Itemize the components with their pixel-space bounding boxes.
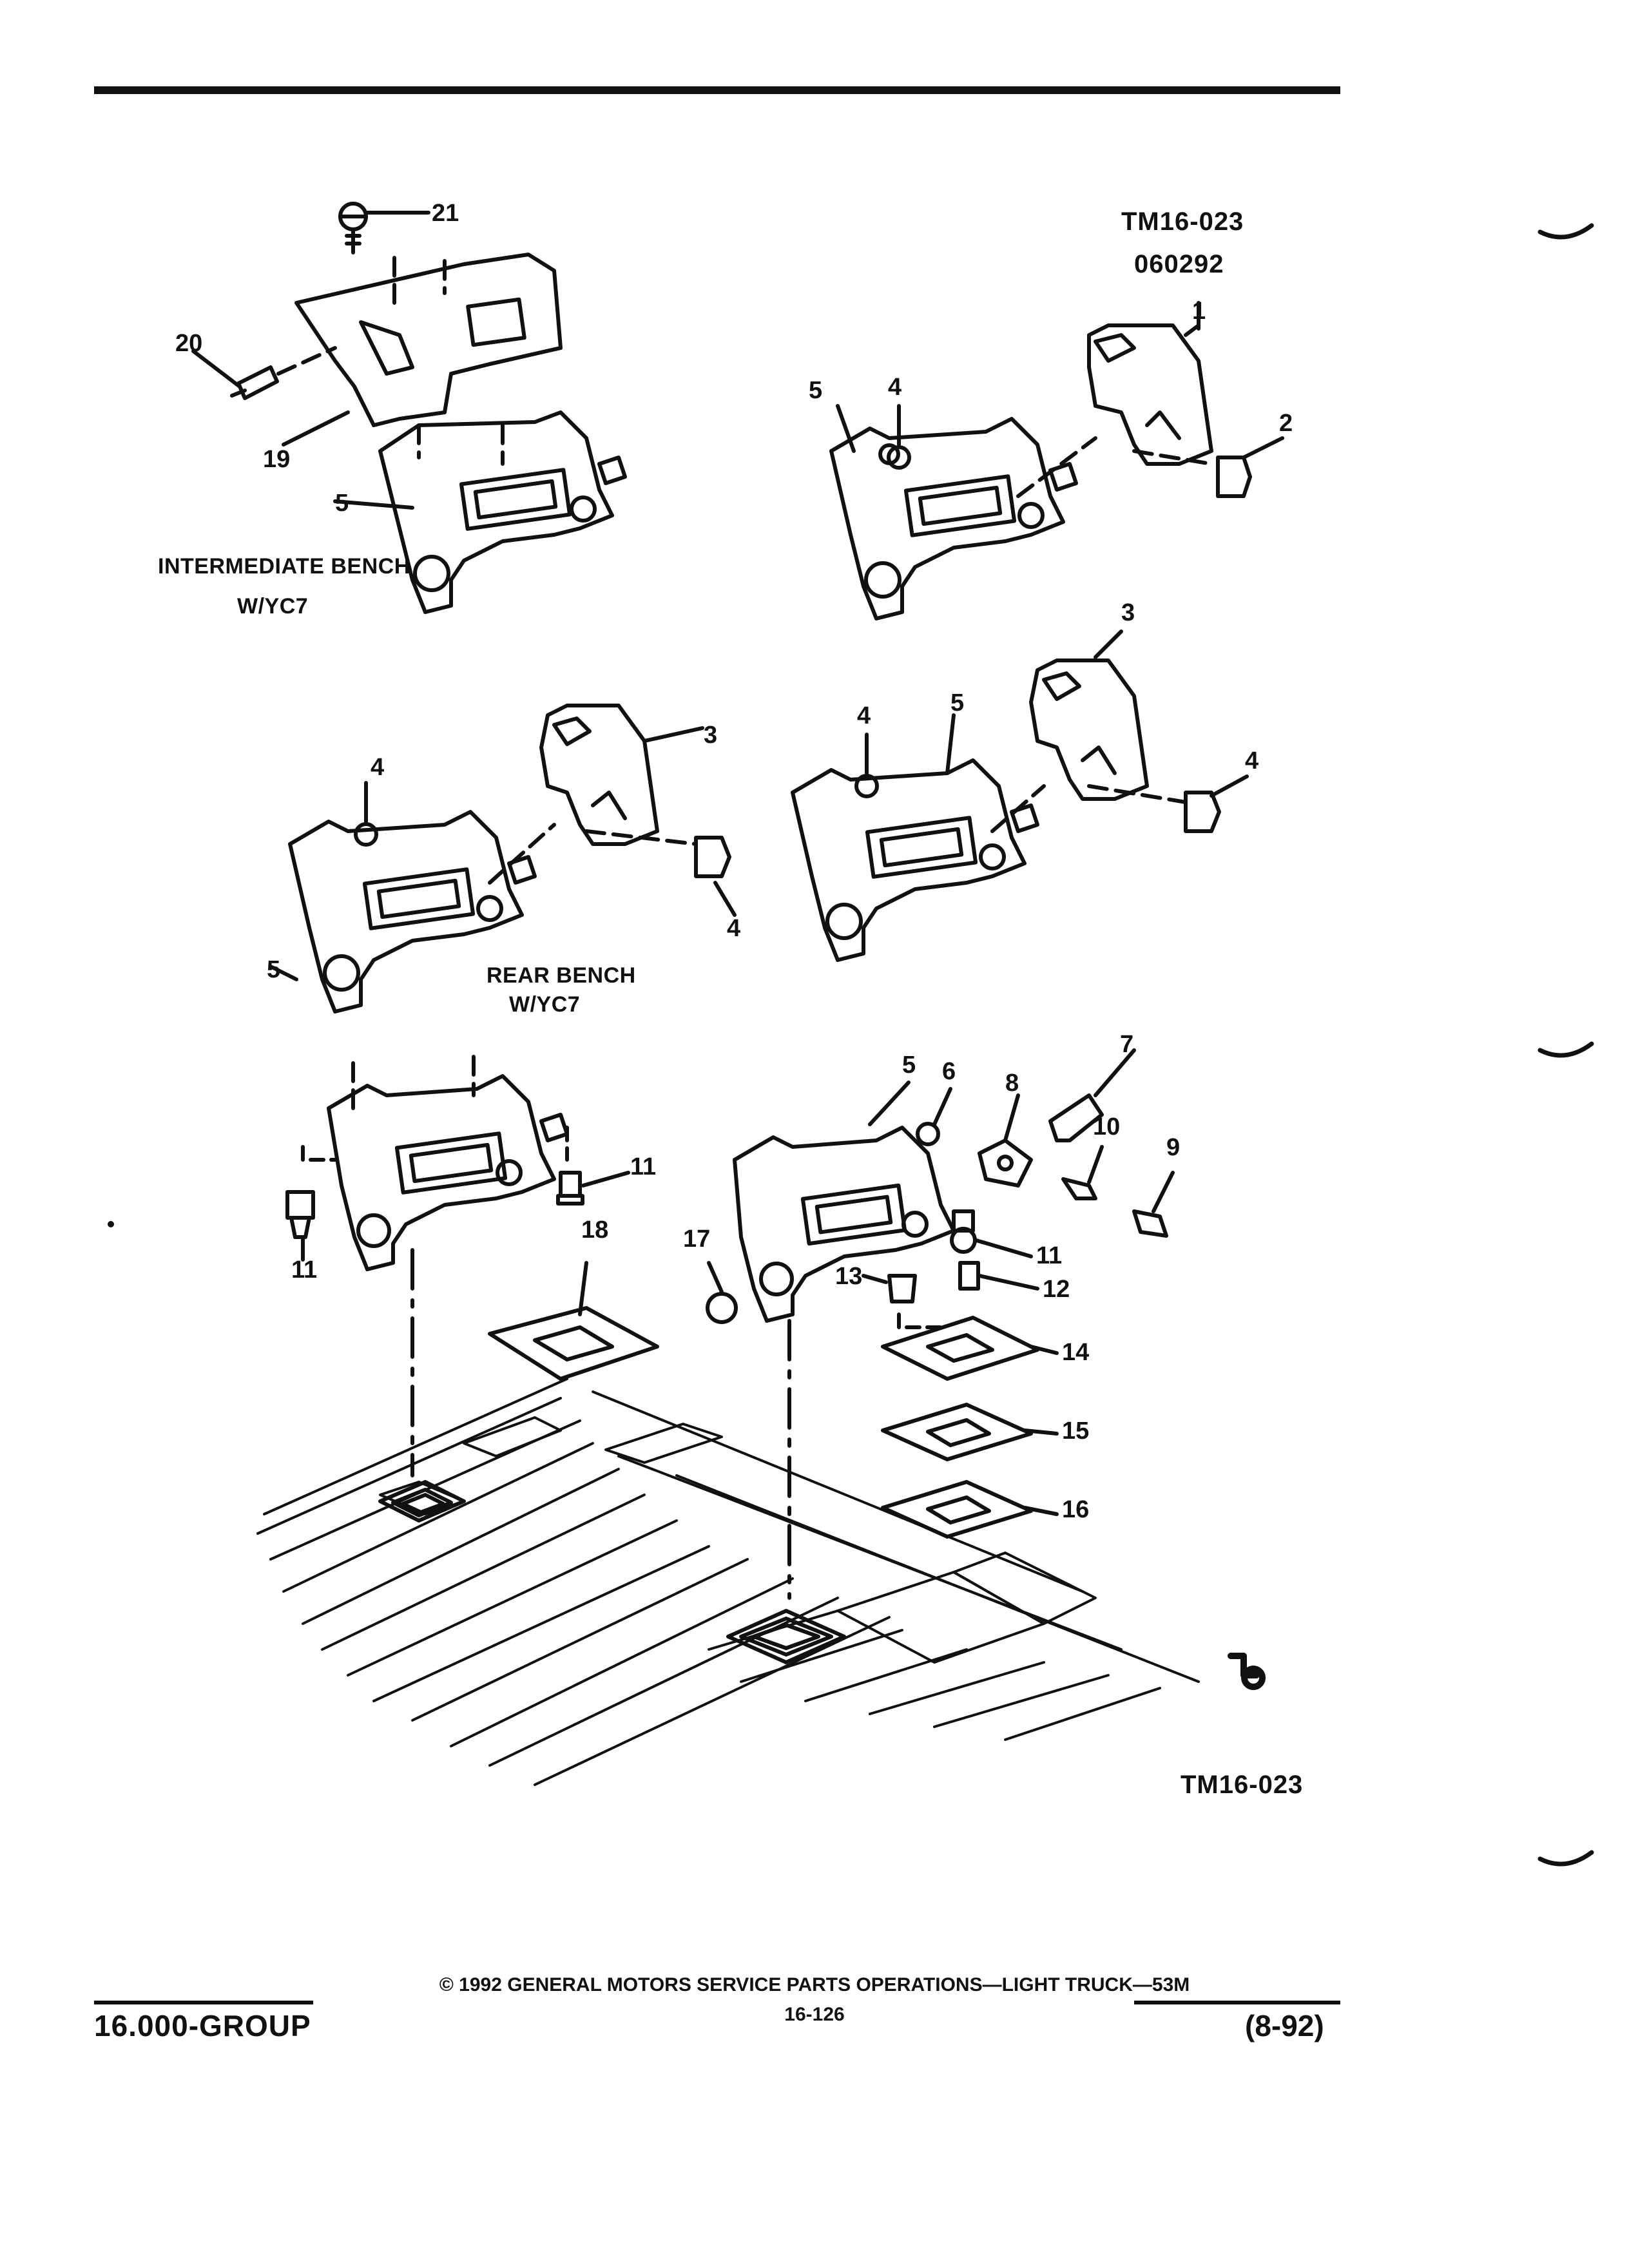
footer-page-number: 16-126	[784, 2004, 845, 2025]
floor-seat-socket-left	[378, 1480, 466, 1523]
callout-4-middle-right-side: 4	[1245, 747, 1259, 774]
bolt-11-left	[285, 1190, 315, 1239]
seat-riser-top-right	[829, 417, 1065, 620]
seat-riser-middle-right	[791, 758, 1027, 962]
callout-2: 2	[1279, 410, 1293, 437]
caption-rear-line2: W/YC7	[509, 992, 581, 1017]
pad-18	[488, 1306, 659, 1381]
caption-rear-line1: REAR BENCH	[487, 963, 636, 988]
clip-17	[706, 1261, 738, 1324]
scan-dot	[108, 1221, 114, 1227]
callout-5-top-right: 5	[809, 377, 823, 404]
bottom-left-assembly	[285, 1055, 659, 1477]
callout-7: 7	[1120, 1031, 1134, 1058]
callout-20: 20	[175, 330, 203, 357]
margin-marks	[1537, 223, 1594, 1867]
footer-group: 16.000-GROUP	[94, 2009, 311, 2042]
bolt-4-top-right	[887, 404, 911, 470]
caption-intermediate-line2: W/YC7	[237, 594, 309, 619]
callout-10: 10	[1093, 1113, 1121, 1140]
callout-16: 16	[1062, 1496, 1090, 1523]
callout-5-middle-right: 5	[950, 689, 965, 716]
callout-4-rear-bench-top: 4	[371, 754, 385, 781]
callout-8: 8	[1005, 1070, 1019, 1097]
callout-4-middle-right-top: 4	[857, 702, 871, 729]
bottom-right-assembly	[706, 1048, 1175, 1600]
nut-13	[862, 1274, 917, 1303]
screw-12	[958, 1261, 1039, 1291]
callout-11-left: 11	[291, 1256, 318, 1283]
callout-19: 19	[263, 446, 291, 473]
latch-arm-7	[1048, 1048, 1136, 1142]
callout-1: 1	[1192, 298, 1206, 325]
footer-rule-right	[1134, 2001, 1340, 2004]
callout-5-intermediate: 5	[335, 490, 349, 517]
bracket-1	[1087, 323, 1213, 466]
callout-4-rear-bench-side: 4	[727, 915, 741, 942]
bolt-9	[1132, 1171, 1175, 1238]
rear-bench-assembly	[269, 704, 737, 1014]
intermediate-bench-assembly	[191, 202, 627, 614]
figure-code-top: TM16-023	[1121, 207, 1244, 236]
callout-18: 18	[581, 1216, 609, 1244]
top-right-assembly	[829, 301, 1284, 620]
spacer-6	[916, 1087, 952, 1146]
plate-16	[881, 1480, 1033, 1539]
callout-17: 17	[683, 1225, 711, 1253]
callout-5-bottom-right: 5	[902, 1052, 916, 1079]
figure-id: TM16-023	[1181, 1771, 1304, 1799]
plate-15	[881, 1403, 1033, 1461]
trademark-logo	[1228, 1653, 1266, 1690]
caption-intermediate-line1: INTERMEDIATE BENCH	[158, 554, 410, 579]
screw-20	[191, 346, 337, 400]
callout-21: 21	[432, 200, 459, 227]
callout-14: 14	[1062, 1339, 1090, 1366]
callout-12: 12	[1043, 1276, 1070, 1303]
bracket-3-middle-right	[1029, 658, 1149, 801]
bolt-2	[1216, 436, 1284, 498]
callout-6: 6	[942, 1058, 956, 1085]
callout-5-rear-bench: 5	[267, 956, 281, 983]
seat-riser-rear-bench	[288, 810, 524, 1014]
callout-13: 13	[835, 1263, 863, 1290]
seat-riser-intermediate	[378, 410, 614, 614]
callout-3-middle-right: 3	[1121, 599, 1135, 626]
callout-9: 9	[1166, 1134, 1181, 1161]
pin-10	[1061, 1145, 1104, 1200]
seat-riser-bottom-left	[327, 1074, 556, 1271]
callout-3-rear-bench: 3	[704, 722, 718, 749]
date-code: 060292	[1134, 250, 1224, 278]
floor-seat-socket-right	[726, 1609, 846, 1664]
bolt-21	[338, 202, 430, 255]
middle-right-assembly	[791, 629, 1249, 962]
callout-11-center-left: 11	[630, 1153, 657, 1180]
floor-pan	[256, 1378, 1200, 1786]
bolt-11-right	[950, 1209, 1033, 1258]
bolt-11-center-left	[556, 1171, 630, 1206]
callout-15: 15	[1062, 1418, 1090, 1445]
latch-8	[978, 1093, 1033, 1187]
footer-revision: (8-92)	[1245, 2009, 1324, 2042]
bolt-4-middle-right-side	[1184, 774, 1249, 833]
callout-4-top-right: 4	[888, 374, 902, 401]
bracket-3-rear-bench	[539, 704, 659, 846]
bolt-4-rear-bench-side	[694, 836, 737, 917]
seat-riser-bottom-right	[733, 1126, 956, 1323]
top-rule	[94, 86, 1340, 94]
callout-11-right: 11	[1036, 1242, 1063, 1269]
footer-rule-left	[94, 2001, 313, 2004]
bolt-4-middle-right	[854, 733, 879, 798]
bolt-4-rear-bench	[354, 781, 378, 847]
footer-copyright: © 1992 GENERAL MOTORS SERVICE PARTS OPER…	[439, 1974, 1190, 1995]
